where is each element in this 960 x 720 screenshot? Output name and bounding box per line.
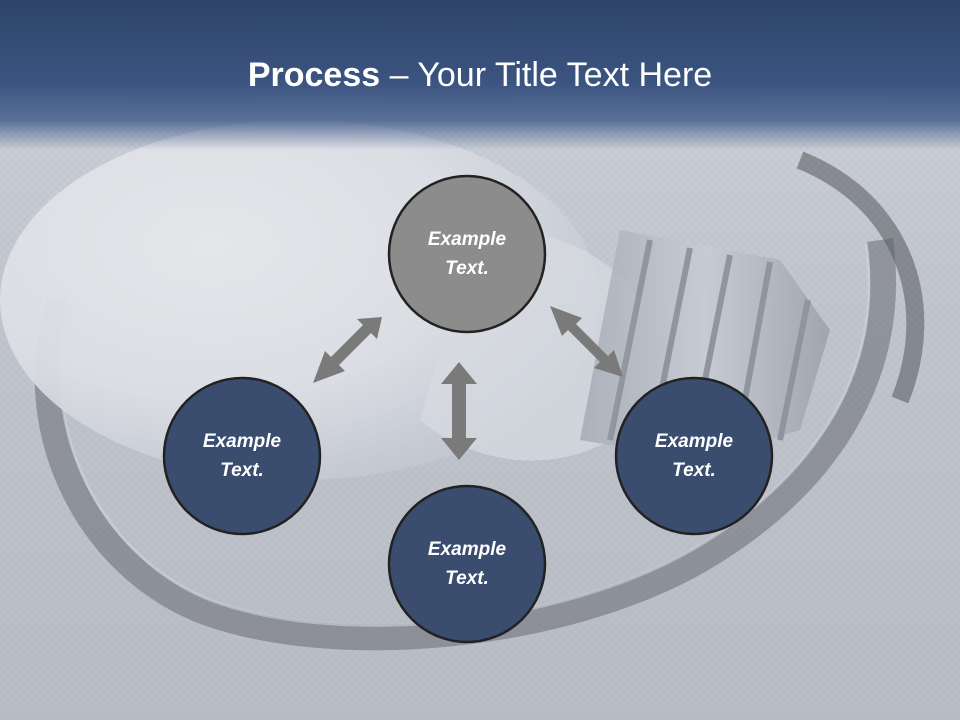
node-label-bottom: Example Text. (387, 535, 547, 593)
process-node-right (614, 376, 774, 536)
title-rest-part: – Your Title Text Here (380, 56, 713, 94)
node-label-line: Example (202, 431, 282, 452)
node-label-line: Example (654, 431, 734, 452)
node-label-line: Text. (672, 460, 716, 481)
process-node-bottom (387, 484, 547, 644)
node-label-line: Text. (445, 258, 489, 279)
title-bold-part: Process (247, 56, 381, 94)
title-bar (0, 0, 960, 150)
node-label-line: Text. (445, 568, 489, 589)
node-label-left: Example Text. (162, 427, 322, 485)
process-node-left (162, 376, 322, 536)
double-arrow-top-right (550, 306, 623, 377)
node-label-right: Example Text. (614, 427, 774, 485)
process-node-top (387, 174, 547, 334)
node-label-line: Text. (220, 460, 264, 481)
node-label-line: Example (427, 229, 507, 250)
slide-title: Process – Your Title Text Here (0, 50, 960, 100)
node-label-line: Example (427, 539, 507, 560)
node-label-top: Example Text. (387, 225, 547, 283)
double-arrow-top-left (313, 317, 382, 383)
double-arrow-top-bottom (441, 362, 477, 460)
